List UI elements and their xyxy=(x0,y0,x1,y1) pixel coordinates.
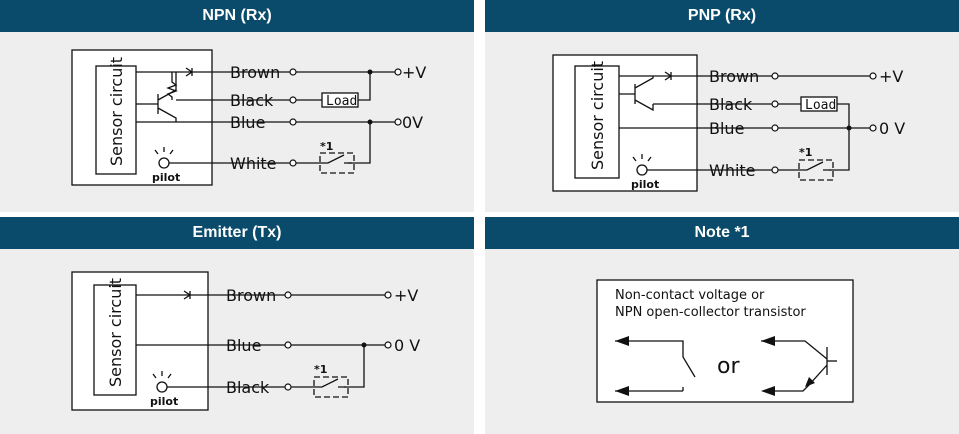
sensor-circuit-box xyxy=(574,65,620,179)
v-plus-label: +V xyxy=(394,286,418,305)
led-rays-icon xyxy=(632,154,652,162)
v-plus-label: +V xyxy=(402,63,426,82)
note-panel: Note *1 Non-contact voltage or NPN open-… xyxy=(485,217,959,434)
npn-transistor-icon xyxy=(136,72,177,122)
terminal xyxy=(289,159,297,167)
sensor-housing xyxy=(71,49,213,186)
load-box xyxy=(800,96,838,112)
pnp-transistor-icon xyxy=(619,76,654,112)
npn-panel-title: NPN (Rx) xyxy=(0,0,474,32)
pilot-led-icon xyxy=(158,157,170,169)
blue-label: Blue xyxy=(230,113,265,132)
black-label: Black xyxy=(230,91,274,110)
led-rays-icon xyxy=(152,371,172,379)
note-mark: *1 xyxy=(320,140,333,153)
terminal xyxy=(869,72,877,80)
sensor-circuit-label: Sensor circuit xyxy=(588,61,607,170)
blue-label: Blue xyxy=(226,336,261,355)
terminal xyxy=(384,341,392,349)
npn-wiring-diagram: Sensor circuit pilot Brown Black Blue Wh… xyxy=(71,49,426,186)
pilot-label: pilot xyxy=(631,178,659,191)
pilot-led-icon xyxy=(636,164,648,176)
external-wiring xyxy=(288,294,388,388)
junction xyxy=(361,342,367,348)
led-rays-icon xyxy=(154,147,174,155)
load-label: Load xyxy=(326,94,357,109)
black-label: Black xyxy=(226,378,270,397)
load-box xyxy=(321,92,359,108)
emitter-panel: Emitter (Tx) Sensor circuit pilot Brown … xyxy=(0,217,474,434)
sensor-circuit-box xyxy=(93,284,137,396)
terminal xyxy=(289,118,297,126)
junction xyxy=(846,125,852,131)
external-wiring xyxy=(290,71,398,164)
switch-icon xyxy=(312,378,346,388)
junction xyxy=(367,69,373,75)
note-panel-title: Note *1 xyxy=(485,217,959,249)
emitter-panel-title: Emitter (Tx) xyxy=(0,217,474,249)
pnp-wiring-diagram: Sensor circuit pilot Brown Black Blue Wh… xyxy=(552,54,905,192)
emitter-wiring-diagram: Sensor circuit pilot Brown Blue Black *1… xyxy=(71,271,420,411)
emitter-arrow-icon xyxy=(805,377,815,387)
terminal xyxy=(384,291,392,299)
pilot-label: pilot xyxy=(150,395,178,408)
v-zero-label: 0 V xyxy=(394,336,420,355)
diode-icon xyxy=(185,67,194,77)
sensor-circuit-box xyxy=(95,65,137,175)
switch-icon xyxy=(797,161,831,171)
black-label: Black xyxy=(709,95,753,114)
diode-icon xyxy=(183,290,192,300)
or-label: or xyxy=(717,354,740,379)
terminal xyxy=(394,118,402,126)
brown-label: Brown xyxy=(226,286,276,305)
load-label: Load xyxy=(805,98,836,113)
note-line-1: Non-contact voltage or xyxy=(615,288,765,303)
external-wiring xyxy=(775,75,873,171)
sensor-circuit-label: Sensor circuit xyxy=(107,57,126,166)
terminal xyxy=(289,68,297,76)
terminal xyxy=(869,124,877,132)
white-label: White xyxy=(709,161,756,180)
terminal xyxy=(284,291,292,299)
arrow-icon xyxy=(761,336,775,396)
blue-label: Blue xyxy=(709,119,744,138)
terminal xyxy=(284,383,292,391)
brown-label: Brown xyxy=(709,67,759,86)
junction xyxy=(367,119,373,125)
v-zero-label: 0 V xyxy=(879,119,905,138)
note-mark: *1 xyxy=(314,363,327,376)
diode-icon xyxy=(664,71,673,81)
note-line-2: NPN open-collector transistor xyxy=(615,305,806,320)
white-label: White xyxy=(230,154,277,173)
pilot-led-icon xyxy=(156,381,168,393)
switch-icon xyxy=(316,154,352,164)
pullup-resistor-icon xyxy=(166,72,178,100)
terminal xyxy=(771,72,779,80)
terminal xyxy=(771,100,779,108)
brown-label: Brown xyxy=(230,63,280,82)
sensor-circuit-label: Sensor circuit xyxy=(106,278,125,387)
terminal xyxy=(394,68,402,76)
terminal xyxy=(771,166,779,174)
pnp-panel: PNP (Rx) Sensor circuit pilot Brown Blac… xyxy=(485,0,959,212)
v-plus-label: +V xyxy=(879,67,903,86)
terminal xyxy=(284,341,292,349)
v-zero-label: 0V xyxy=(402,113,423,132)
terminal xyxy=(289,96,297,104)
arrow-icon xyxy=(615,336,629,396)
note-diagram: Non-contact voltage or NPN open-collecto… xyxy=(596,279,854,403)
pnp-panel-title: PNP (Rx) xyxy=(485,0,959,32)
terminal xyxy=(771,124,779,132)
note-mark: *1 xyxy=(799,146,812,159)
pilot-label: pilot xyxy=(152,171,180,184)
npn-panel: NPN (Rx) Sensor circuit pilot Brown Blac… xyxy=(0,0,474,212)
